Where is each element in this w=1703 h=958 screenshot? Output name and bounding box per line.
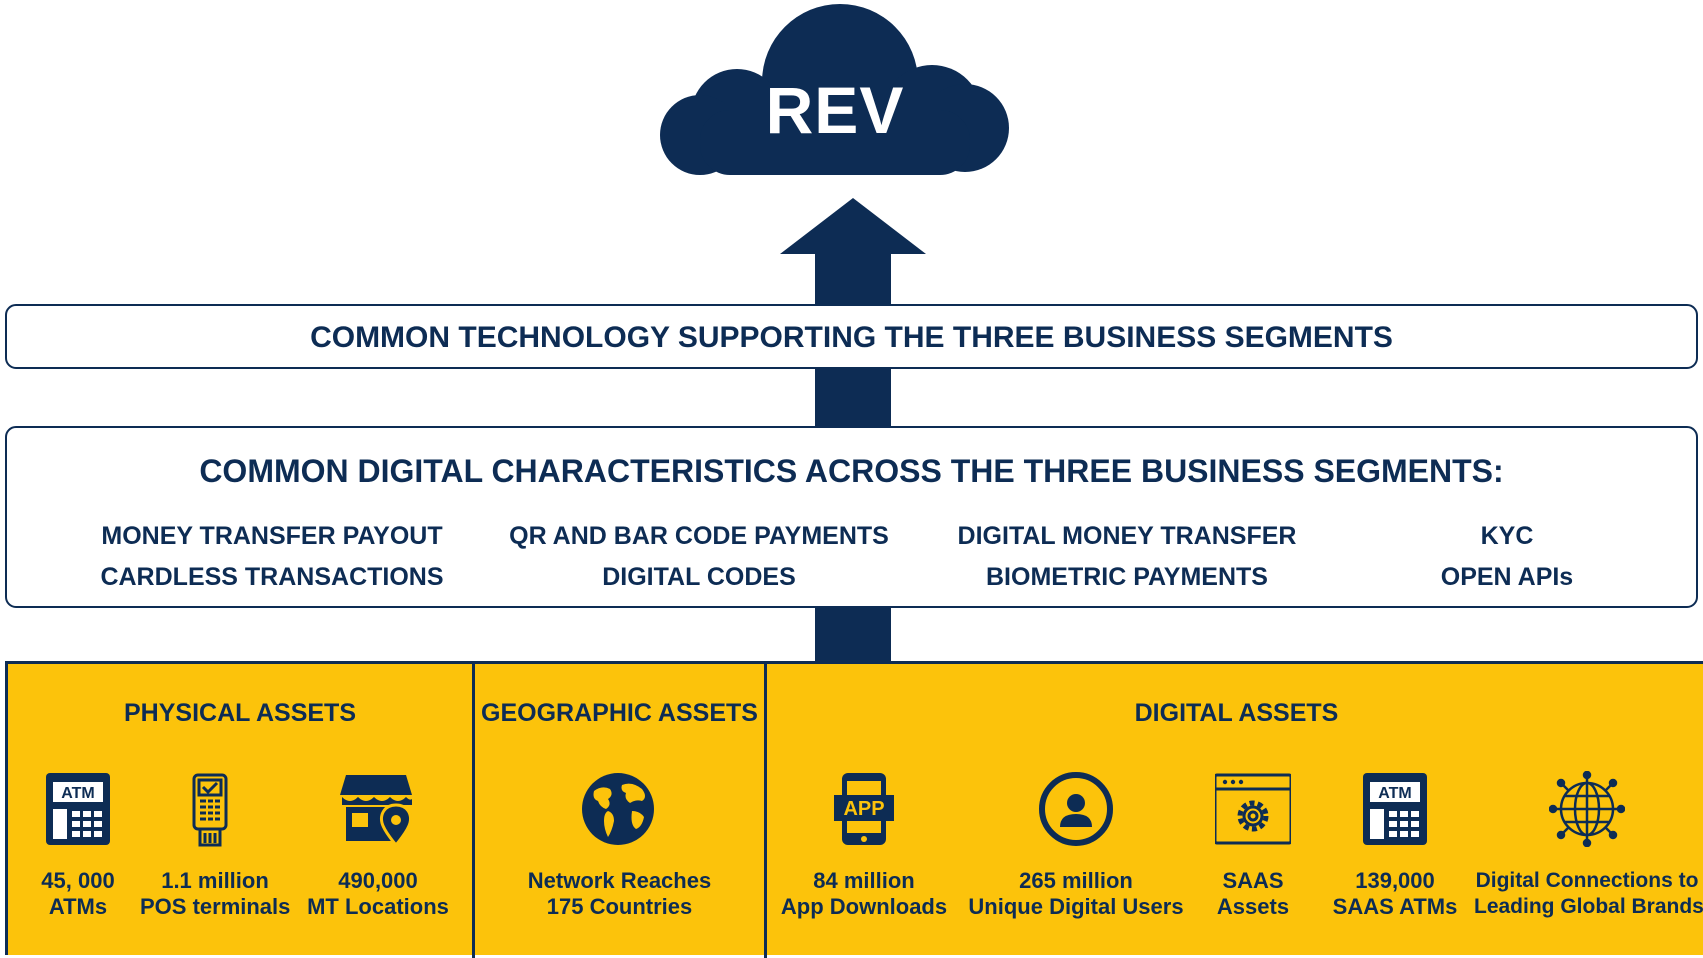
app-icon-label: APP	[843, 798, 884, 820]
stat-label: ATMs	[48, 894, 108, 919]
characteristics-column: DIGITAL MONEY TRANSFER BIOMETRIC PAYMENT…	[917, 516, 1337, 598]
atm-icon: ATM	[1357, 771, 1433, 847]
stat-label: MT Locations	[307, 894, 449, 919]
characteristics-column: QR AND BAR CODE PAYMENTS DIGITAL CODES	[489, 516, 909, 598]
stat-value: 1.1 million	[161, 868, 269, 893]
stat-value: 139,000	[1355, 868, 1435, 893]
characteristic-item: OPEN APIs	[1440, 563, 1574, 591]
global-brands-stat: Digital Connections to Leading Global Br…	[1474, 868, 1703, 920]
characteristics-column: MONEY TRANSFER PAYOUT CARDLESS TRANSACTI…	[62, 516, 482, 598]
assets-panel: PHYSICAL ASSETS ATM 45, 000 ATMs	[5, 661, 1703, 958]
stat-value: SAAS	[1222, 868, 1284, 893]
globe-icon	[580, 771, 656, 847]
global-network-icon	[1549, 771, 1625, 847]
characteristic-item: DIGITAL MONEY TRANSFER	[957, 522, 1297, 550]
stat-label: Assets	[1216, 894, 1290, 919]
geographic-assets-title: GEOGRAPHIC ASSETS	[481, 699, 758, 727]
pos-terminal-icon	[172, 771, 248, 847]
cloud-label: REV	[765, 73, 905, 147]
saas-assets-stat: SAAS Assets	[1193, 868, 1313, 920]
app-phone-icon: APP	[826, 771, 902, 847]
segment-divider	[472, 664, 475, 958]
atm-icon: ATM	[40, 771, 116, 847]
characteristic-item: DIGITAL CODES	[602, 563, 796, 591]
characteristic-item: BIOMETRIC PAYMENTS	[986, 563, 1268, 591]
stat-label: Leading Global Brands	[1474, 895, 1703, 918]
segment-divider	[764, 664, 767, 958]
stat-label: Unique Digital Users	[968, 894, 1184, 919]
stat-value: 45, 000	[41, 868, 115, 893]
app-downloads-stat: 84 million App Downloads	[776, 868, 952, 920]
characteristic-item: CARDLESS TRANSACTIONS	[100, 563, 444, 591]
user-circle-icon	[1038, 771, 1114, 847]
atm-icon-label: ATM	[1378, 785, 1411, 802]
characteristic-item: KYC	[1480, 522, 1534, 550]
characteristic-item: QR AND BAR CODE PAYMENTS	[509, 522, 889, 550]
pos-terminals-stat: 1.1 million POS terminals	[140, 868, 290, 920]
stat-label: SAAS ATMs	[1332, 894, 1458, 919]
browser-gear-icon	[1215, 771, 1291, 847]
stat-label: POS terminals	[140, 894, 291, 919]
stat-value: Digital Connections to	[1475, 869, 1699, 892]
digital-characteristics-box: COMMON DIGITAL CHARACTERISTICS ACROSS TH…	[5, 426, 1698, 608]
stat-value: 84 million	[813, 868, 915, 893]
stat-label: App Downloads	[780, 894, 948, 919]
stat-value: 265 million	[1019, 868, 1133, 893]
characteristics-column: KYC OPEN APIs	[1307, 516, 1703, 598]
stat-value: Network Reaches	[527, 868, 712, 893]
physical-assets-title: PHYSICAL ASSETS	[124, 699, 356, 727]
store-location-icon	[340, 771, 416, 847]
digital-users-stat: 265 million Unique Digital Users	[966, 868, 1186, 920]
characteristic-item: MONEY TRANSFER PAYOUT	[101, 522, 443, 550]
common-technology-title: COMMON TECHNOLOGY SUPPORTING THE THREE B…	[310, 321, 1393, 354]
rev-cloud	[660, 4, 1009, 175]
common-technology-box: COMMON TECHNOLOGY SUPPORTING THE THREE B…	[5, 304, 1698, 369]
saas-atms-stat: 139,000 SAAS ATMs	[1325, 868, 1465, 920]
stat-label: 175 Countries	[546, 894, 693, 919]
stat-value: 490,000	[338, 868, 418, 893]
digital-characteristics-title: COMMON DIGITAL CHARACTERISTICS ACROSS TH…	[199, 453, 1504, 489]
atm-icon-label: ATM	[61, 785, 94, 802]
atm-count-stat: 45, 000 ATMs	[8, 868, 148, 920]
digital-assets-title: DIGITAL ASSETS	[1134, 699, 1339, 727]
mt-locations-stat: 490,000 MT Locations	[303, 868, 453, 920]
network-reach-stat: Network Reaches 175 Countries	[475, 868, 764, 920]
